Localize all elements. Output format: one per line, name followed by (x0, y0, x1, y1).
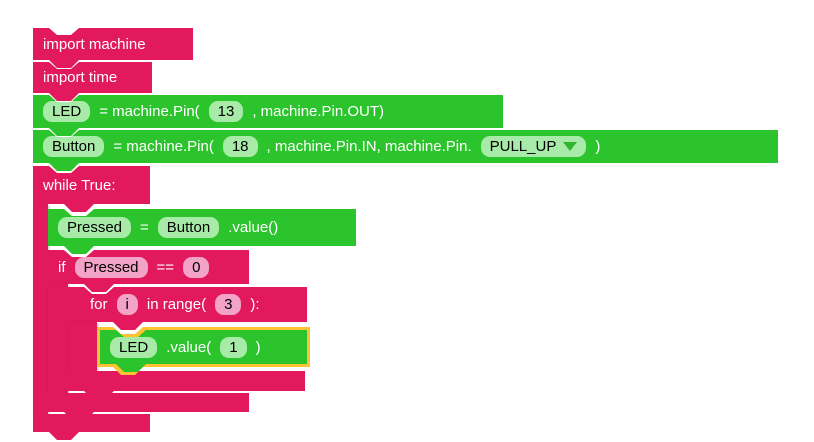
while-loop-arm[interactable] (33, 204, 48, 414)
block-label: if (58, 258, 66, 276)
block-pressed-assign[interactable]: Pressed = Button .value() (48, 209, 356, 254)
field-output-value[interactable]: 1 (220, 337, 246, 358)
for-loop-arm[interactable] (68, 322, 97, 371)
field-condition-value[interactable]: 0 (183, 257, 209, 278)
dropdown-pull-mode[interactable]: PULL_UP (481, 136, 587, 157)
field-pin-number[interactable]: 13 (209, 101, 244, 122)
field-variable-pressed[interactable]: Pressed (58, 217, 131, 238)
block-label: , machine.Pin.IN, machine.Pin. (266, 138, 472, 155)
block-label: import time (43, 69, 118, 86)
block-for-loop-header[interactable]: for i in range( 3 ): (68, 287, 307, 330)
block-label: import machine (43, 35, 146, 53)
chevron-down-icon (563, 142, 577, 151)
field-pin-number[interactable]: 18 (223, 136, 258, 157)
block-led-value[interactable]: LED .value( 1 ) (100, 330, 307, 372)
if-statement-arm[interactable] (48, 284, 68, 393)
field-variable-led[interactable]: LED (43, 101, 90, 122)
field-variable-led[interactable]: LED (110, 337, 157, 358)
block-label: == (156, 258, 175, 276)
block-label: ) (595, 138, 601, 155)
field-variable-source[interactable]: Button (158, 217, 219, 238)
block-label: , machine.Pin.OUT) (252, 103, 385, 120)
block-if-statement-header[interactable]: if Pressed == 0 (48, 250, 249, 292)
field-condition-variable[interactable]: Pressed (75, 257, 148, 278)
block-label: .value( (166, 338, 212, 356)
while-loop-footer[interactable] (33, 414, 150, 440)
block-label: for (90, 296, 108, 313)
block-label: ): (250, 296, 260, 313)
block-label: ) (255, 338, 261, 356)
block-while-loop-header[interactable]: while True: (33, 166, 150, 212)
field-variable-button[interactable]: Button (43, 136, 104, 157)
block-button-assign[interactable]: Button = machine.Pin( 18 , machine.Pin.I… (33, 130, 778, 171)
dropdown-selected-value: PULL_UP (489, 138, 557, 155)
block-label: while True: (43, 176, 116, 194)
block-label: = (140, 219, 149, 236)
block-label: = machine.Pin( (99, 103, 200, 120)
selection-highlight[interactable]: LED .value( 1 ) (97, 327, 310, 375)
block-led-assign[interactable]: LED = machine.Pin( 13 , machine.Pin.OUT) (33, 95, 503, 136)
block-label: = machine.Pin( (113, 138, 214, 155)
block-label: in range( (146, 296, 207, 313)
field-loop-variable[interactable]: i (117, 294, 138, 315)
block-label: .value() (228, 219, 279, 236)
field-range-count[interactable]: 3 (215, 294, 241, 315)
